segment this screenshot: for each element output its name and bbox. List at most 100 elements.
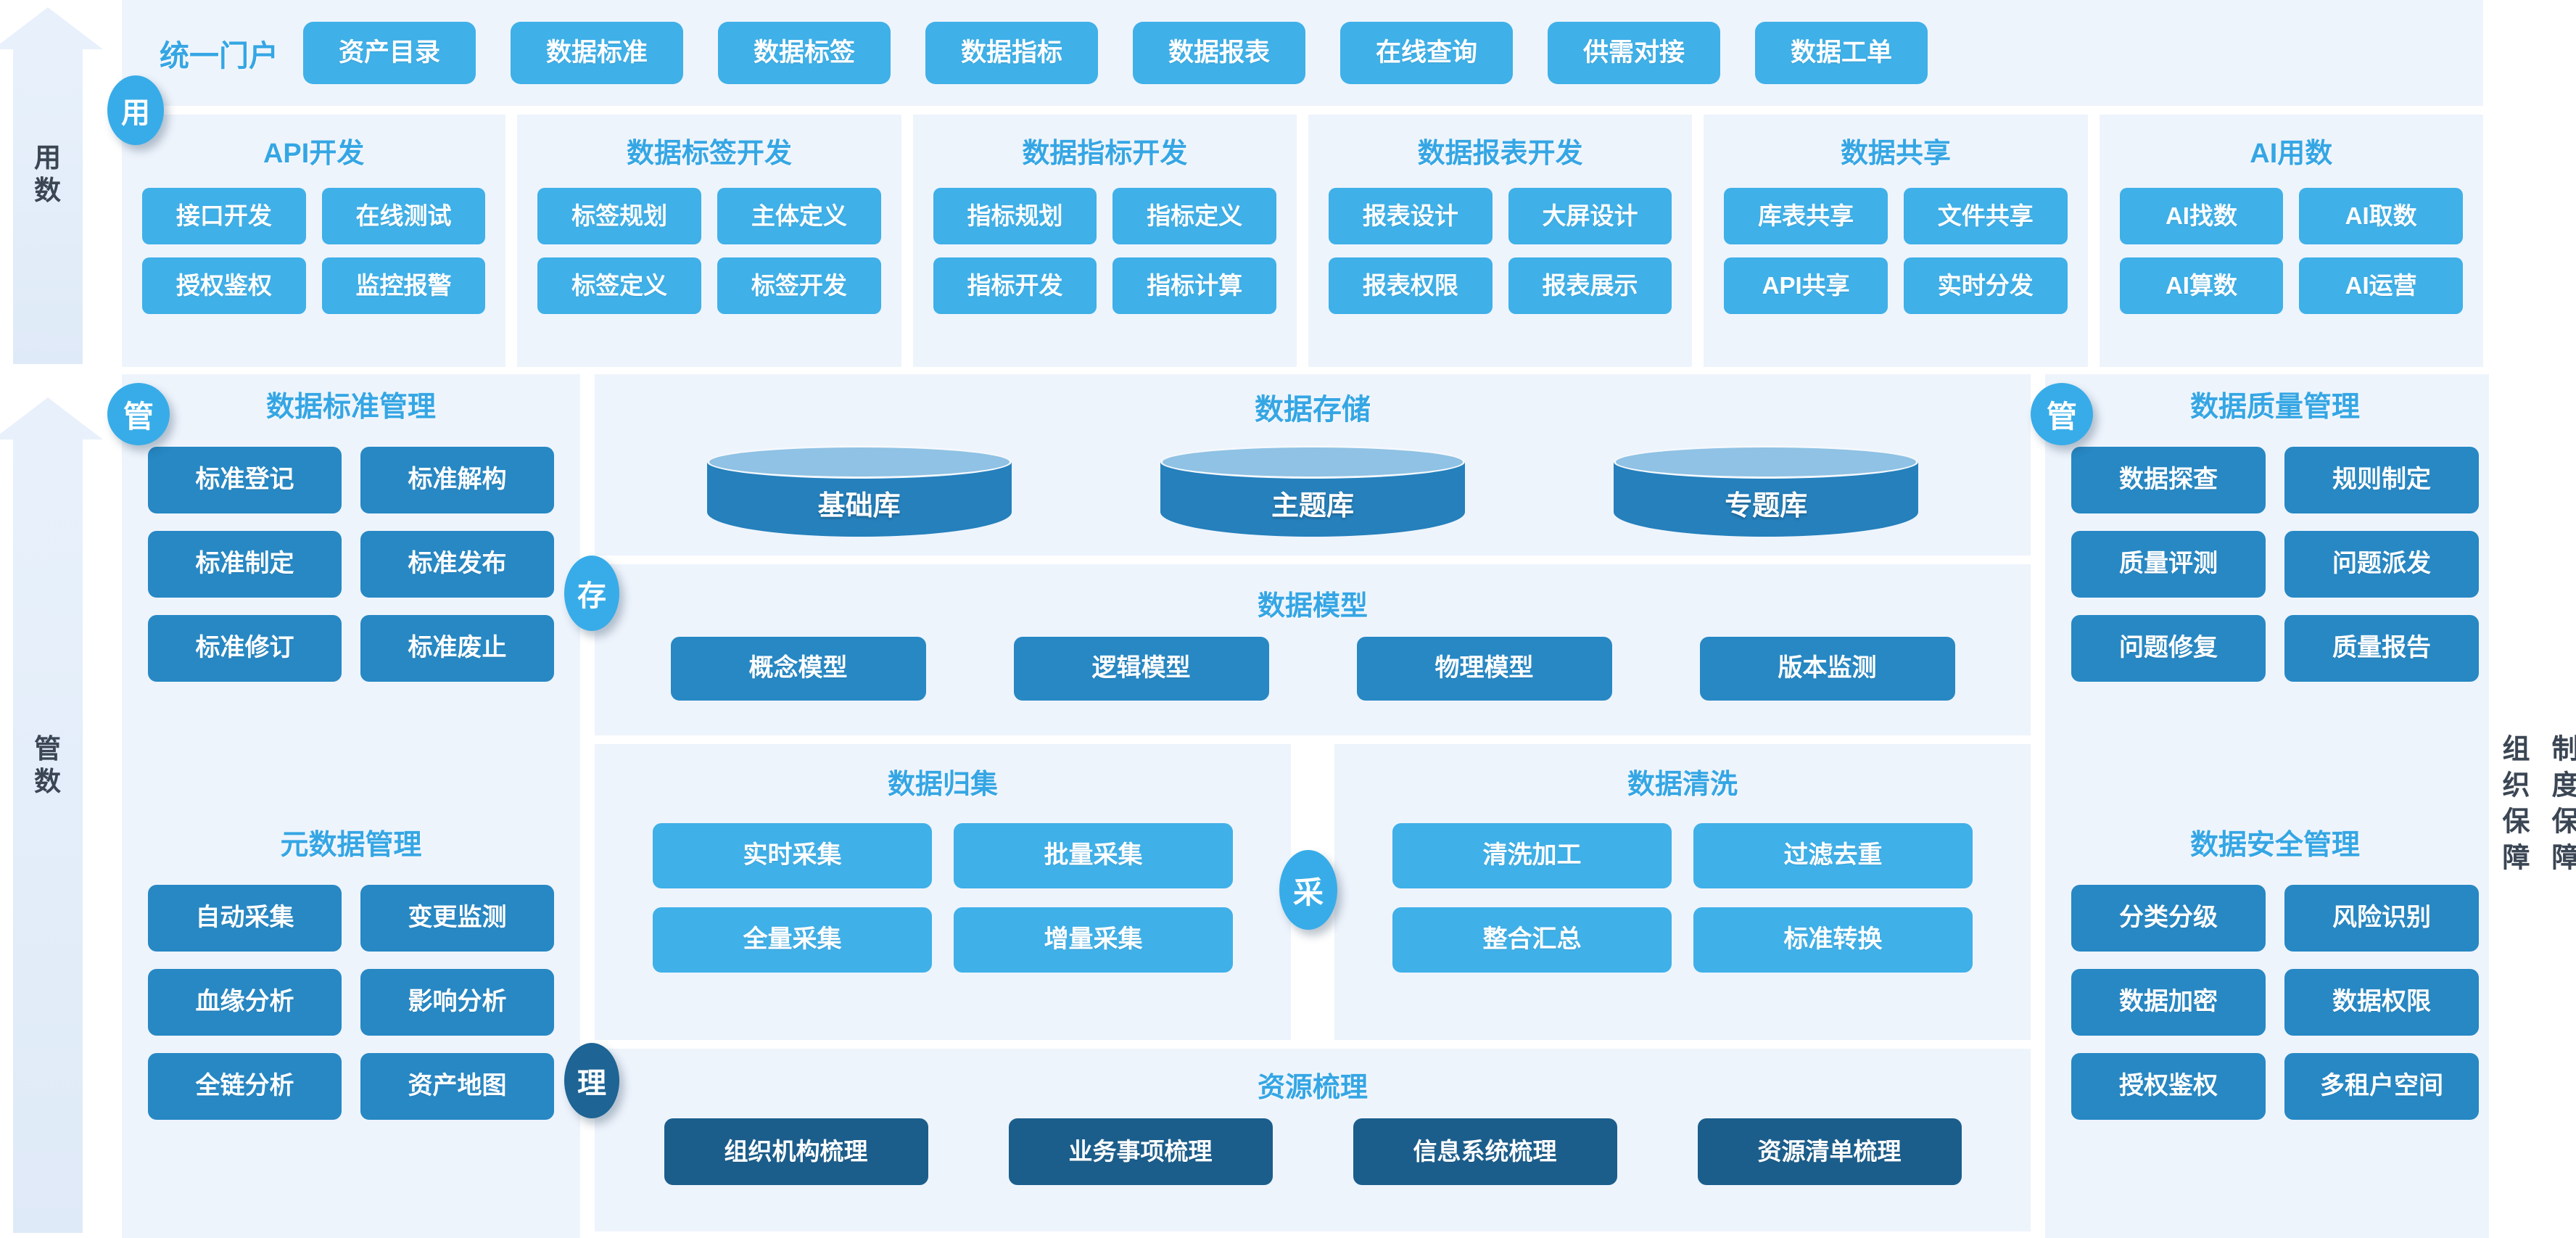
btn-classification-grading[interactable]: 分类分级 bbox=[2071, 885, 2266, 952]
portal-button-data-label[interactable]: 数据标签 bbox=[718, 22, 891, 84]
btn-table-sharing[interactable]: 库表共享 bbox=[1724, 188, 1888, 244]
btn-lineage-analysis[interactable]: 血缘分析 bbox=[148, 969, 342, 1036]
portal-button-data-report[interactable]: 数据报表 bbox=[1133, 22, 1305, 84]
btn-conceptual-model[interactable]: 概念模型 bbox=[670, 637, 926, 701]
btn-label-define[interactable]: 标签定义 bbox=[537, 257, 701, 314]
btn-quality-assessment[interactable]: 质量评测 bbox=[2071, 531, 2266, 598]
btn-standard-registration[interactable]: 标准登记 bbox=[148, 447, 342, 513]
badge-manage-right: 管 bbox=[2031, 383, 2093, 445]
btn-realtime-dispatch[interactable]: 实时分发 bbox=[1903, 257, 2068, 314]
btn-resource-list-sorting[interactable]: 资源清单梳理 bbox=[1697, 1118, 1962, 1185]
panel-title: AI用数 bbox=[2250, 139, 2333, 169]
portal-button-online-query[interactable]: 在线查询 bbox=[1340, 22, 1513, 84]
btn-fullchain-analysis[interactable]: 全链分析 bbox=[148, 1053, 342, 1120]
panel-indicator-development: 数据指标开发 指标规划 指标定义 指标开发 指标计算 bbox=[912, 115, 1297, 367]
btn-subject-define[interactable]: 主体定义 bbox=[717, 188, 881, 244]
use-data-arrow-icon bbox=[0, 7, 103, 364]
btn-standard-transform[interactable]: 标准转换 bbox=[1693, 907, 1973, 973]
btn-indicator-define[interactable]: 指标定义 bbox=[1112, 188, 1276, 244]
btn-incremental-collection[interactable]: 增量采集 bbox=[954, 907, 1233, 973]
column-institution-guarantee: 制度保障 bbox=[2538, 374, 2576, 1238]
btn-standard-revision[interactable]: 标准修订 bbox=[148, 615, 342, 682]
btn-full-collection[interactable]: 全量采集 bbox=[653, 907, 932, 973]
btn-issue-repair[interactable]: 问题修复 bbox=[2071, 615, 2266, 682]
badge-collect: 采 bbox=[1279, 850, 1337, 930]
btn-impact-analysis[interactable]: 影响分析 bbox=[360, 969, 554, 1036]
btn-batch-collection[interactable]: 批量采集 bbox=[954, 823, 1233, 888]
cylinder-label: 基础库 bbox=[817, 491, 901, 521]
btn-filter-dedup[interactable]: 过滤去重 bbox=[1693, 823, 1973, 888]
btn-file-sharing[interactable]: 文件共享 bbox=[1903, 188, 2068, 244]
panel-title: 数据共享 bbox=[1840, 139, 1951, 169]
center-pipeline-column: 数据存储 基础库 主题库 专题库 bbox=[564, 374, 2031, 1238]
btn-info-system-sorting[interactable]: 信息系统梳理 bbox=[1353, 1118, 1617, 1185]
panel-data-cleaning: 数据清洗 清洗加工 过滤去重 整合汇总 标准转换 bbox=[1334, 744, 2031, 1040]
panel-data-label-development: 数据标签开发 标签规划 主体定义 标签定义 标签开发 bbox=[517, 115, 901, 367]
btn-interface-development[interactable]: 接口开发 bbox=[142, 188, 306, 244]
btn-standard-publish[interactable]: 标准发布 bbox=[360, 531, 554, 598]
manage-data-arrow-icon bbox=[0, 397, 103, 1233]
database-cylinder-thematic[interactable]: 专题库 bbox=[1614, 445, 1919, 537]
btn-ai-fetch-data[interactable]: AI取数 bbox=[2299, 188, 2463, 244]
btn-integrate-summary[interactable]: 整合汇总 bbox=[1392, 907, 1672, 973]
rail-label-manage-data: 管数 bbox=[34, 734, 62, 797]
btn-ai-find-data[interactable]: AI找数 bbox=[2119, 188, 2284, 244]
btn-risk-identification[interactable]: 风险识别 bbox=[2284, 885, 2479, 952]
btn-auth-authentication-sec[interactable]: 授权鉴权 bbox=[2071, 1053, 2266, 1120]
btn-label-planning[interactable]: 标签规划 bbox=[537, 188, 701, 244]
btn-ai-compute-data[interactable]: AI算数 bbox=[2119, 257, 2284, 314]
btn-data-encryption[interactable]: 数据加密 bbox=[2071, 969, 2266, 1036]
portal-button-supply-demand[interactable]: 供需对接 bbox=[1548, 22, 1720, 84]
panel-data-security-management: 数据安全管理 分类分级 风险识别 数据加密 数据权限 授权鉴权 多租户空间 bbox=[2045, 822, 2505, 1120]
btn-change-monitoring[interactable]: 变更监测 bbox=[360, 885, 554, 952]
btn-indicator-planning[interactable]: 指标规划 bbox=[933, 188, 1097, 244]
btn-business-item-sorting[interactable]: 业务事项梳理 bbox=[1008, 1118, 1273, 1185]
btn-report-permission[interactable]: 报表权限 bbox=[1328, 257, 1493, 314]
btn-quality-report[interactable]: 质量报告 bbox=[2284, 615, 2479, 682]
portal-button-data-ticket[interactable]: 数据工单 bbox=[1755, 22, 1928, 84]
column-organization-guarantee: 组织保障 bbox=[2489, 374, 2537, 1238]
portal-button-asset-catalog[interactable]: 资产目录 bbox=[303, 22, 476, 84]
btn-standard-deconstruct[interactable]: 标准解构 bbox=[360, 447, 554, 513]
btn-clean-process[interactable]: 清洗加工 bbox=[1392, 823, 1672, 888]
database-cylinder-foundation[interactable]: 基础库 bbox=[706, 445, 1012, 537]
portal-button-data-standard[interactable]: 数据标准 bbox=[511, 22, 683, 84]
btn-standard-formulation[interactable]: 标准制定 bbox=[148, 531, 342, 598]
panel-data-storage: 数据存储 基础库 主题库 专题库 bbox=[595, 374, 2031, 556]
btn-data-permission[interactable]: 数据权限 bbox=[2284, 969, 2479, 1036]
btn-logical-model[interactable]: 逻辑模型 bbox=[1013, 637, 1269, 701]
btn-report-design[interactable]: 报表设计 bbox=[1328, 188, 1493, 244]
btn-indicator-calculate[interactable]: 指标计算 bbox=[1112, 257, 1276, 314]
panel-api-development: API开发 接口开发 在线测试 授权鉴权 监控报警 bbox=[122, 115, 506, 367]
btn-indicator-develop[interactable]: 指标开发 bbox=[933, 257, 1097, 314]
btn-online-test[interactable]: 在线测试 bbox=[321, 188, 486, 244]
btn-rule-formulation[interactable]: 规则制定 bbox=[2284, 447, 2479, 513]
panel-resource-sorting: 资源梳理 组织机构梳理 业务事项梳理 信息系统梳理 资源清单梳理 bbox=[595, 1049, 2031, 1231]
right-governance-column: 数据质量管理 数据探查 规则制定 质量评测 问题派发 问题修复 质量报告 数据安… bbox=[2045, 374, 2505, 1238]
btn-version-monitor[interactable]: 版本监测 bbox=[1699, 637, 1955, 701]
btn-monitor-alarm[interactable]: 监控报警 bbox=[321, 257, 486, 314]
btn-physical-model[interactable]: 物理模型 bbox=[1356, 637, 1612, 701]
btn-api-sharing[interactable]: API共享 bbox=[1724, 257, 1888, 314]
btn-realtime-collection[interactable]: 实时采集 bbox=[653, 823, 932, 888]
btn-report-display[interactable]: 报表展示 bbox=[1508, 257, 1672, 314]
portal-button-data-indicator[interactable]: 数据指标 bbox=[925, 22, 1098, 84]
btn-issue-dispatch[interactable]: 问题派发 bbox=[2284, 531, 2479, 598]
btn-label-develop[interactable]: 标签开发 bbox=[717, 257, 881, 314]
btn-data-exploration[interactable]: 数据探查 bbox=[2071, 447, 2266, 513]
btn-standard-abolish[interactable]: 标准废止 bbox=[360, 615, 554, 682]
btn-org-structure-sorting[interactable]: 组织机构梳理 bbox=[664, 1118, 928, 1185]
badge-store: 存 bbox=[564, 556, 619, 631]
badge-manage-left: 管 bbox=[107, 383, 170, 445]
portal-title: 统一门户 bbox=[160, 39, 278, 73]
btn-auto-collection[interactable]: 自动采集 bbox=[148, 885, 342, 952]
panel-data-quality-management: 数据质量管理 数据探查 规则制定 质量评测 问题派发 问题修复 质量报告 bbox=[2045, 384, 2505, 682]
btn-multitenant-space[interactable]: 多租户空间 bbox=[2284, 1053, 2479, 1120]
btn-ai-operations[interactable]: AI运营 bbox=[2299, 257, 2463, 314]
use-data-panel-row: API开发 接口开发 在线测试 授权鉴权 监控报警 数据标签开发 标签规划 主体… bbox=[122, 115, 2483, 367]
btn-auth-authentication[interactable]: 授权鉴权 bbox=[142, 257, 306, 314]
btn-bigscreen-design[interactable]: 大屏设计 bbox=[1508, 188, 1672, 244]
database-cylinder-subject[interactable]: 主题库 bbox=[1160, 445, 1465, 537]
btn-asset-map[interactable]: 资产地图 bbox=[360, 1053, 554, 1120]
